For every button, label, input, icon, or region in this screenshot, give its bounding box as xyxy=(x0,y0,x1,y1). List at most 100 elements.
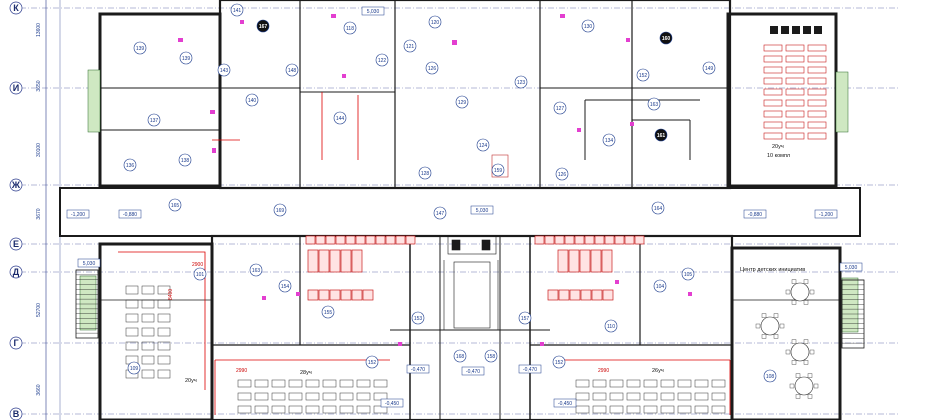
desk xyxy=(660,392,675,401)
elevation-mark: 5,030 xyxy=(361,6,385,16)
elevation-value: 5,030 xyxy=(845,265,858,271)
elevation-mark: -0,470 xyxy=(461,366,485,376)
dimension-value: 2900 xyxy=(192,262,203,268)
toilet-stall xyxy=(564,235,575,245)
desk xyxy=(643,405,658,414)
axis-label: Д xyxy=(13,267,20,277)
classroom-furniture xyxy=(125,285,726,414)
desk xyxy=(141,327,155,337)
room-number: 163 xyxy=(647,97,661,111)
room-number-text: 108 xyxy=(766,374,775,380)
dining-table xyxy=(763,121,783,129)
elevation-value: -0,450 xyxy=(558,401,572,407)
room-number-text: 101 xyxy=(196,272,205,278)
plan-notes: Центр детских инициатив26уч28уч20уч20уч1… xyxy=(185,144,805,384)
room-number-text: 152 xyxy=(639,73,648,79)
desk xyxy=(125,285,139,295)
room-number: 129 xyxy=(455,95,469,109)
axis-label: В xyxy=(13,409,20,419)
toilet-stall xyxy=(318,289,330,301)
room-number-text: 124 xyxy=(479,143,488,149)
desk xyxy=(271,392,286,401)
room-number: 167 xyxy=(256,19,270,33)
room-number-text: 123 xyxy=(517,80,526,86)
desk xyxy=(141,285,155,295)
room-number-text: 118 xyxy=(346,26,354,32)
desk xyxy=(626,405,641,414)
axis-label: Ж xyxy=(11,180,21,190)
toilet-stall xyxy=(385,235,396,245)
dining-table xyxy=(785,66,805,74)
desk xyxy=(694,379,709,388)
room-number-text: 122 xyxy=(378,58,387,64)
toilet-stall xyxy=(554,235,565,245)
room-number-text: 169 xyxy=(276,208,285,214)
dining-table xyxy=(763,110,783,118)
kitchen-unit xyxy=(781,26,789,34)
toilet-stall xyxy=(318,249,330,273)
desk xyxy=(592,392,607,401)
room-number-text: 143 xyxy=(220,68,229,74)
toilet-stall xyxy=(351,249,363,273)
room-number: 122 xyxy=(375,53,389,67)
dining-table xyxy=(807,77,827,85)
toilet-stall xyxy=(580,289,592,301)
room-number-text: 147 xyxy=(436,211,445,217)
elevation-mark: -0,450 xyxy=(553,398,577,408)
dining-table xyxy=(763,55,783,63)
desk xyxy=(157,313,171,323)
desk xyxy=(305,379,320,388)
dining-table xyxy=(785,55,805,63)
room-number: 139 xyxy=(133,41,147,55)
round-table xyxy=(789,373,819,399)
room-number-text: 138 xyxy=(181,158,190,164)
desk xyxy=(157,299,171,309)
left-dimension-value: 3650 xyxy=(36,80,42,91)
dining-table xyxy=(807,110,827,118)
elevation-value: -0,470 xyxy=(466,369,480,375)
desk xyxy=(305,392,320,401)
dining-table xyxy=(785,88,805,96)
room-number-text: 157 xyxy=(521,316,530,322)
room-number-text: 110 xyxy=(607,324,615,330)
room-number-text: 158 xyxy=(487,354,496,360)
room-number: 144 xyxy=(333,111,347,125)
toilet-stall xyxy=(568,249,580,273)
room-number-text: 148 xyxy=(288,68,297,74)
desk xyxy=(592,379,607,388)
desk xyxy=(373,405,388,414)
desk xyxy=(322,405,337,414)
room-number-text: 126 xyxy=(558,172,567,178)
desk xyxy=(141,313,155,323)
round-table xyxy=(785,339,815,365)
plan-note: 28уч xyxy=(300,370,312,376)
desk xyxy=(254,379,269,388)
room-number-text: 105 xyxy=(684,272,693,278)
axis-marker: Д xyxy=(9,265,900,279)
toilet-stall xyxy=(604,235,615,245)
room-number-text: 140 xyxy=(248,98,257,104)
elevation-value: 5,030 xyxy=(83,261,96,267)
room-number-text: 165 xyxy=(171,203,180,209)
left-dimension-value: 52700 xyxy=(36,303,42,317)
toilet-stall xyxy=(634,235,645,245)
plan-note: Центр детских инициатив xyxy=(740,267,805,273)
room-number: 158 xyxy=(484,349,498,363)
dining-table xyxy=(763,99,783,107)
room-number: 137 xyxy=(147,113,161,127)
room-number-text: 164 xyxy=(654,206,663,212)
room-number: 101 xyxy=(193,267,207,281)
axis-marker: К xyxy=(9,1,900,15)
desk xyxy=(157,341,171,351)
toilet-stall xyxy=(395,235,406,245)
elevation-value: -0,450 xyxy=(385,401,399,407)
elevation-mark: 5,030 xyxy=(77,258,101,268)
desk xyxy=(660,405,675,414)
desk xyxy=(626,379,641,388)
dimension-value: 8400 xyxy=(168,289,174,300)
toilet-stall xyxy=(601,249,613,273)
desk xyxy=(609,379,624,388)
